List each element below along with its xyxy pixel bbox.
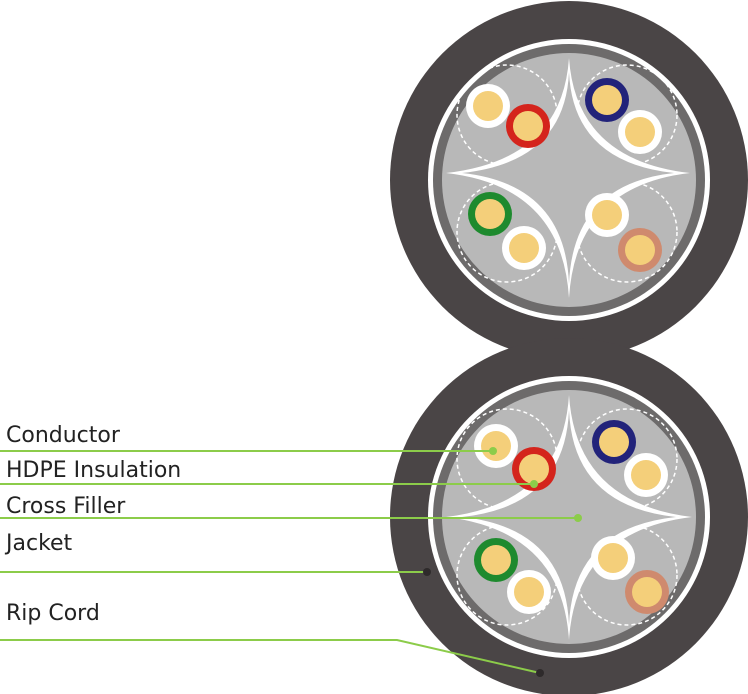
bottom-conductor-2 xyxy=(519,454,549,484)
leader-dots-dark xyxy=(423,568,544,677)
leader-lines xyxy=(0,450,578,674)
bottom-cable xyxy=(390,338,748,694)
bottom-conductor-3 xyxy=(599,427,629,457)
top-pair-blue-white xyxy=(585,78,662,154)
bottom-conductor-6 xyxy=(514,577,544,607)
bottom-conductor-4 xyxy=(631,460,661,490)
top-pair-white-brown xyxy=(585,193,662,272)
bottom-conductor-1 xyxy=(481,431,511,461)
leader-dots xyxy=(489,447,582,522)
bottom-pair-white-red xyxy=(474,424,556,491)
top-pair-green-white xyxy=(468,192,546,270)
leader-dot-conductor xyxy=(489,447,497,455)
top-conductor-6 xyxy=(509,233,539,263)
label-rip-cord: Rip Cord xyxy=(6,601,100,626)
top-conductor-2 xyxy=(513,111,543,141)
leader-line-rip-cord xyxy=(0,639,541,674)
top-cross-filler-inner xyxy=(462,72,674,284)
bottom-conductor-8 xyxy=(632,577,662,607)
bottom-pair-green-white xyxy=(474,538,551,614)
top-pair-white-red xyxy=(466,84,550,148)
leader-dot-cross-filler xyxy=(574,514,582,522)
leader-dot-insulation xyxy=(530,480,538,488)
bottom-pair-white-brown xyxy=(591,536,669,614)
leader-dot-rip-cord xyxy=(536,669,544,677)
bottom-pair-blue-white xyxy=(592,420,668,497)
bottom-conductor-7 xyxy=(598,543,628,573)
bottom-conductor-5 xyxy=(481,545,511,575)
leader-dot-jacket xyxy=(423,568,431,576)
label-cross-filler: Cross Filler xyxy=(6,494,126,519)
label-hdpe-insulation: HDPE Insulation xyxy=(6,458,182,483)
top-conductor-4 xyxy=(625,117,655,147)
label-conductor: Conductor xyxy=(6,423,120,448)
top-conductor-3 xyxy=(592,85,622,115)
top-conductor-8 xyxy=(625,235,655,265)
top-conductor-7 xyxy=(592,200,622,230)
top-cable xyxy=(390,1,748,359)
top-conductor-1 xyxy=(473,91,503,121)
label-jacket: Jacket xyxy=(6,531,73,556)
top-conductor-5 xyxy=(475,199,505,229)
